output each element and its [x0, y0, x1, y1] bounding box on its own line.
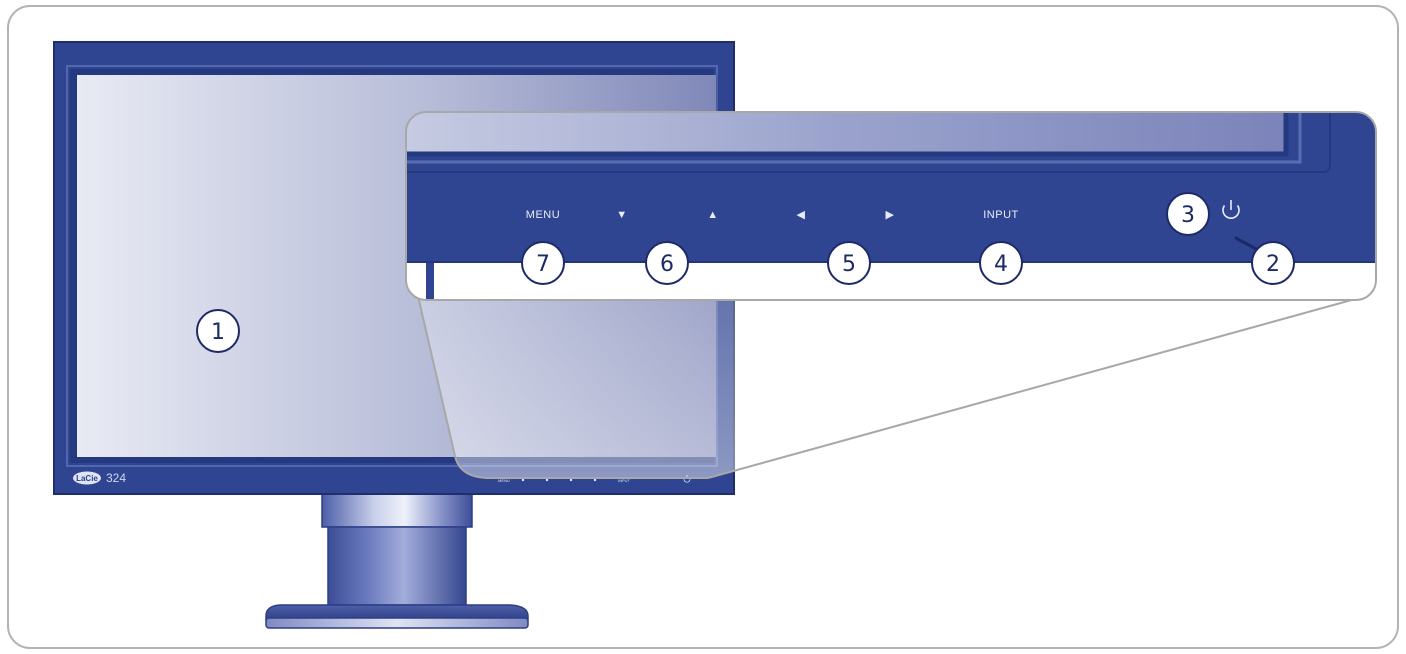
- callout-number: 1: [211, 320, 225, 345]
- small-input-label: INPUT: [618, 478, 631, 483]
- up-button[interactable]: ▲: [707, 209, 718, 221]
- zoom-inset-border: [405, 111, 1377, 301]
- small-left-button[interactable]: [569, 478, 573, 482]
- small-right-button[interactable]: [593, 478, 597, 482]
- zoom-lens-fill: [418, 296, 1366, 478]
- zoom-screen-edge: [406, 112, 1286, 154]
- callout-number: 3: [1181, 203, 1195, 228]
- callout-6: 6: [645, 241, 689, 285]
- zoom-inset: MENU ▼ ▲ ◀ ▶ INPUT: [405, 111, 1377, 301]
- callout-number: 5: [842, 252, 856, 277]
- right-button[interactable]: ▶: [886, 209, 895, 221]
- callout-1: 1: [196, 309, 240, 353]
- callout-7: 7: [521, 241, 565, 285]
- power-led: [1234, 236, 1260, 252]
- monitor-stand: [265, 492, 529, 629]
- callout-2: 2: [1251, 241, 1295, 285]
- small-down-button[interactable]: [521, 478, 525, 482]
- zoom-lens-edge-bottom: [454, 455, 708, 479]
- logo-text: LaCie: [76, 474, 98, 483]
- power-icon[interactable]: [1222, 200, 1240, 219]
- zoom-lens-edge-right: [707, 295, 1367, 479]
- callout-number: 2: [1266, 252, 1280, 277]
- zoom-lens-edge-left: [417, 295, 456, 457]
- callout-4: 4: [979, 241, 1023, 285]
- callout-number: 7: [536, 252, 550, 277]
- callout-number: 4: [994, 252, 1008, 277]
- callout-number: 6: [660, 252, 674, 277]
- menu-button-label[interactable]: MENU: [526, 209, 560, 221]
- small-up-button[interactable]: [545, 478, 549, 482]
- model-number: 324: [106, 471, 126, 485]
- input-button-label[interactable]: INPUT: [983, 209, 1019, 221]
- callout-5: 5: [827, 241, 871, 285]
- left-button[interactable]: ◀: [797, 209, 806, 221]
- lacie-logo: [73, 471, 101, 485]
- callout-3: 3: [1166, 192, 1210, 236]
- small-menu-label: MENU: [498, 478, 510, 483]
- down-button[interactable]: ▼: [616, 209, 627, 221]
